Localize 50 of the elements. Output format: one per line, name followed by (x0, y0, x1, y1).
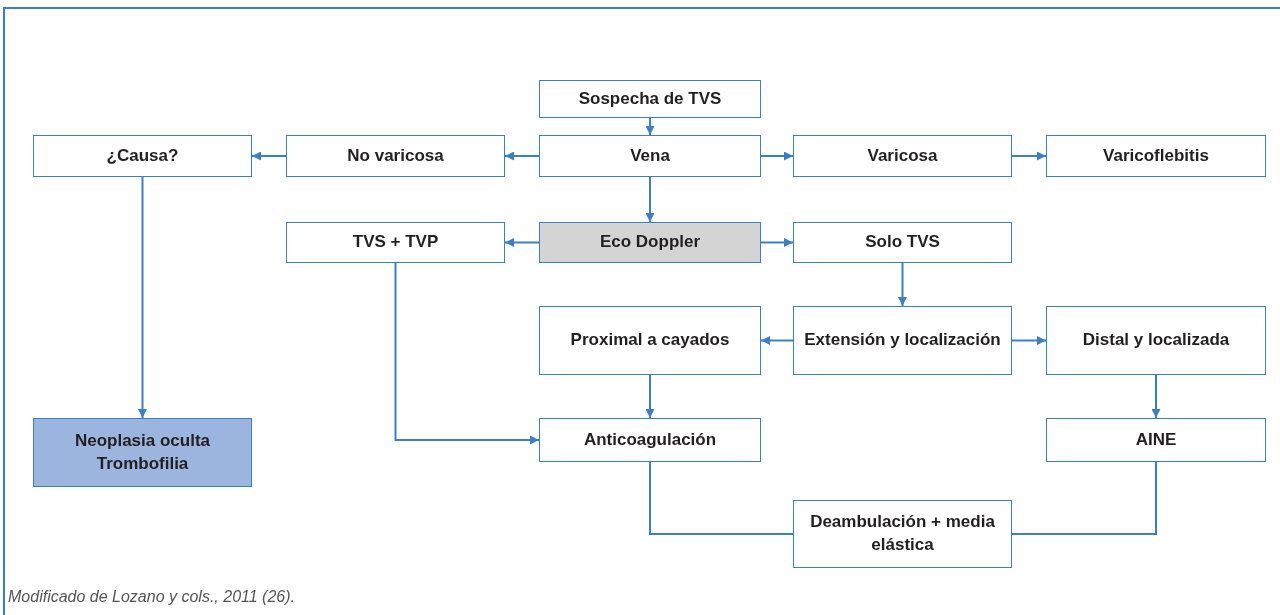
caption: Modificado de Lozano y cols., 2011 (26). (8, 588, 295, 606)
box-label: Varicoflebitis (1102, 144, 1210, 167)
box-label: Eco Doppler (598, 231, 702, 254)
box-label: No varicosa (346, 144, 445, 167)
process-box (793, 135, 1012, 177)
process-box (1046, 135, 1266, 177)
arrow (1011, 336, 1047, 345)
box-label: Varicosa (866, 144, 939, 167)
arrow (645, 176, 655, 223)
box-label: Vena (629, 144, 671, 167)
box-label: Neoplasia oculta Trombofilia (73, 429, 212, 475)
arrow (1151, 374, 1161, 419)
box-label: TVS + TVP (351, 231, 440, 254)
arrow (898, 262, 907, 307)
process-box (1046, 418, 1266, 462)
connector-line (1011, 461, 1157, 535)
process-box (793, 306, 1012, 375)
process-box (286, 135, 505, 177)
process-box (793, 500, 1012, 568)
arrow (394, 262, 540, 445)
process-box (539, 306, 761, 375)
highlighted-box (539, 222, 761, 263)
process-box (1046, 306, 1266, 375)
box-label: Extensión y localización (803, 329, 1002, 352)
box-label: Sospecha de TVS (577, 87, 723, 110)
arrow (138, 176, 147, 419)
highlighted-box (33, 418, 252, 487)
process-box (539, 135, 761, 177)
process-box (539, 80, 761, 118)
process-box (539, 418, 761, 462)
connector-line (649, 461, 794, 535)
box-label: Deambulación + media elástica (809, 511, 996, 556)
arrow (645, 374, 655, 419)
box-label: ¿Causa? (105, 144, 180, 167)
arrow (504, 151, 540, 161)
arrow (1011, 151, 1047, 161)
arrow (760, 238, 794, 247)
box-label: Solo TVS (864, 231, 941, 254)
box-label: Distal y localizada (1081, 329, 1231, 352)
arrow (645, 117, 655, 136)
arrow (251, 151, 287, 161)
arrow (504, 238, 540, 247)
arrow (760, 151, 794, 161)
process-box (793, 222, 1012, 263)
box-label: AINE (1134, 428, 1178, 451)
box-label: Proximal a cayados (569, 329, 731, 352)
process-box (33, 135, 252, 177)
box-label: Anticoagulación (582, 428, 718, 451)
arrow (760, 336, 794, 345)
process-box (286, 222, 505, 263)
